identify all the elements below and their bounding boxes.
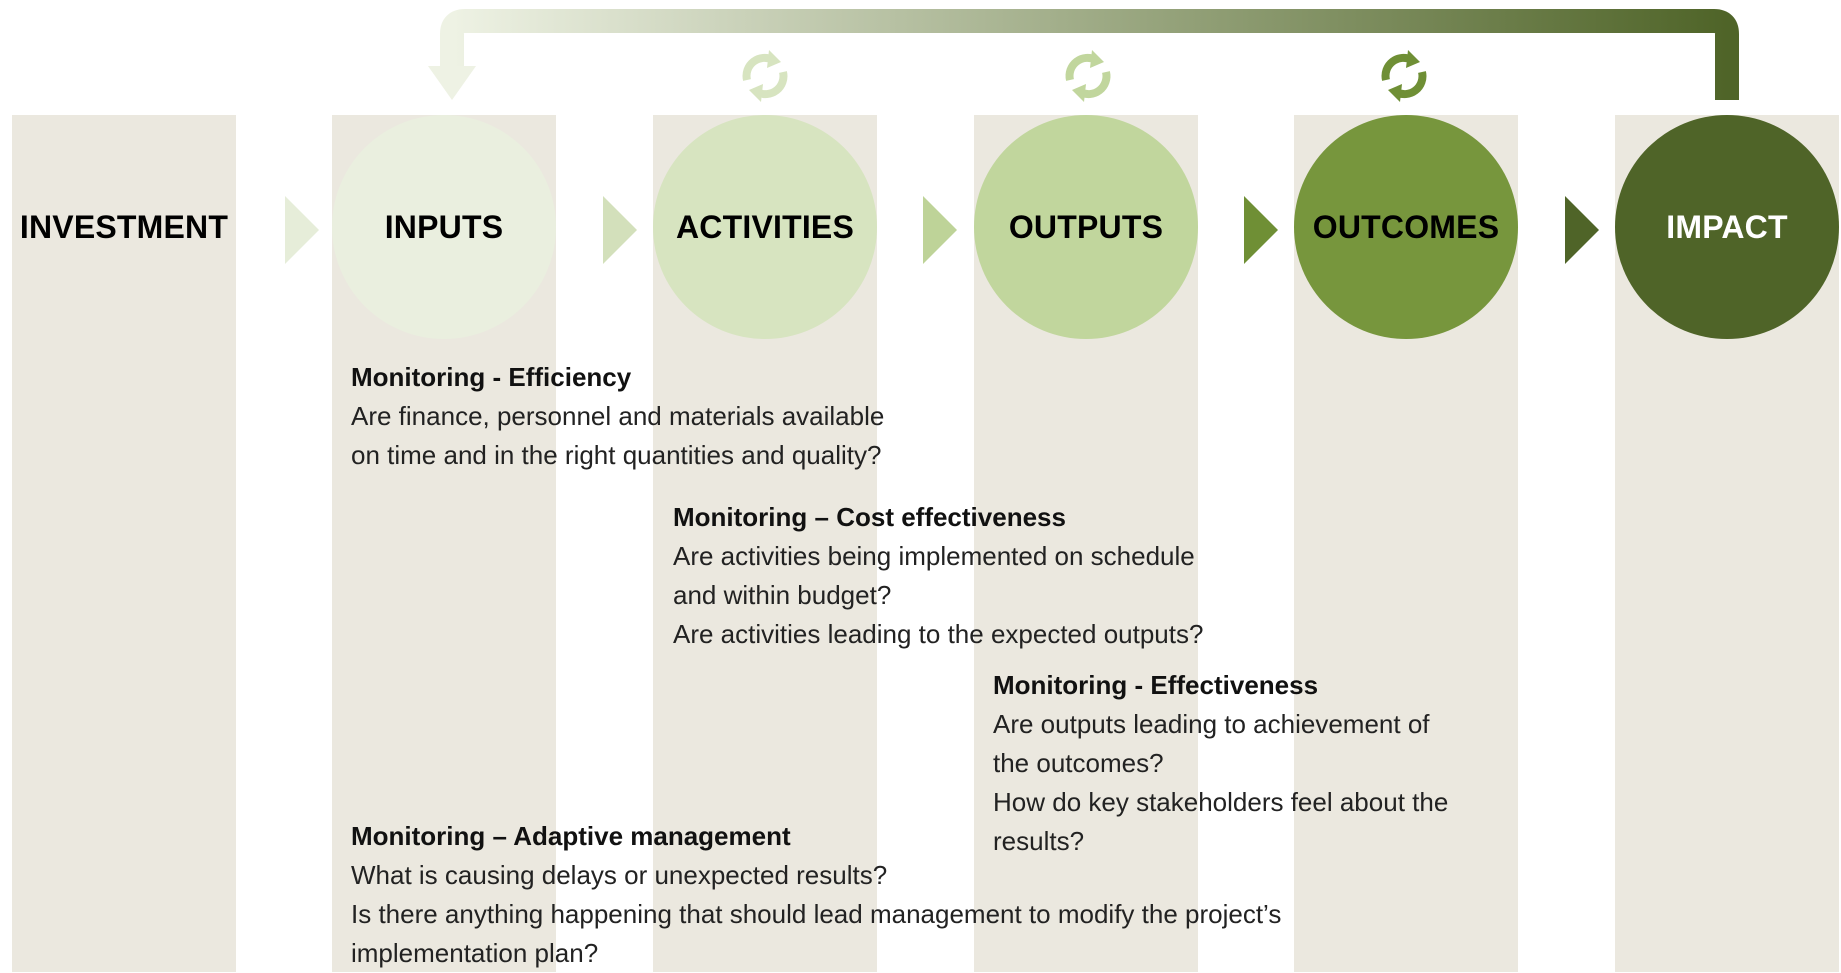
stage-circle-outputs: OUTPUTS xyxy=(974,115,1198,339)
flow-arrow-2 xyxy=(603,196,637,264)
feedback-loop-path xyxy=(440,9,1739,100)
stage-label-impact: IMPACT xyxy=(1666,208,1788,245)
stage-label-activities: ACTIVITIES xyxy=(675,208,854,245)
stage-circle-investment: INVESTMENT xyxy=(12,115,236,339)
note-line: the outcomes? xyxy=(993,748,1164,778)
note-line: How do key stakeholders feel about the xyxy=(993,787,1449,817)
refresh-icon xyxy=(742,50,788,102)
stage-circle-outcomes: OUTCOMES xyxy=(1294,115,1518,339)
flow-arrow-3 xyxy=(923,196,957,264)
note-line: Is there anything happening that should … xyxy=(351,899,1282,929)
note-line: results? xyxy=(993,826,1085,856)
stage-label-outcomes: OUTCOMES xyxy=(1312,208,1500,245)
note-line: Are activities being implemented on sche… xyxy=(673,541,1195,571)
feedback-loop-arrowhead xyxy=(428,66,476,100)
note-line: Are outputs leading to achievement of xyxy=(993,709,1430,739)
stage-circle-impact: IMPACT xyxy=(1615,115,1839,339)
note-line: What is causing delays or unexpected res… xyxy=(351,860,888,890)
note-adaptive-management: Monitoring – Adaptive management What is… xyxy=(351,817,1281,973)
note-effectiveness: Monitoring - Effectiveness Are outputs l… xyxy=(993,666,1448,861)
note-heading: Monitoring – Cost effectiveness xyxy=(673,502,1066,532)
stage-label-outputs: OUTPUTS xyxy=(1008,208,1164,245)
note-line: implementation plan? xyxy=(351,938,599,968)
note-line: and within budget? xyxy=(673,580,892,610)
note-line: on time and in the right quantities and … xyxy=(351,440,882,470)
note-heading: Monitoring - Efficiency xyxy=(351,362,632,392)
stage-label-investment: INVESTMENT xyxy=(19,208,229,245)
flow-arrow-5 xyxy=(1565,196,1599,264)
stage-circle-inputs: INPUTS xyxy=(332,115,556,339)
refresh-icon xyxy=(1381,50,1427,102)
note-heading: Monitoring – Adaptive management xyxy=(351,821,791,851)
flow-arrow-4 xyxy=(1244,196,1278,264)
note-line: Are activities leading to the expected o… xyxy=(673,619,1204,649)
feedback-loop-arrow xyxy=(428,9,1739,100)
stage-label-inputs: INPUTS xyxy=(384,208,504,245)
note-heading: Monitoring - Effectiveness xyxy=(993,670,1319,700)
flow-arrow-1 xyxy=(285,196,319,264)
note-line: Are finance, personnel and materials ava… xyxy=(351,401,885,431)
note-cost-effectiveness: Monitoring – Cost effectiveness Are acti… xyxy=(673,498,1203,654)
note-efficiency: Monitoring - Efficiency Are finance, per… xyxy=(351,358,884,475)
refresh-icon xyxy=(1065,50,1111,102)
stage-circle-activities: ACTIVITIES xyxy=(653,115,877,339)
